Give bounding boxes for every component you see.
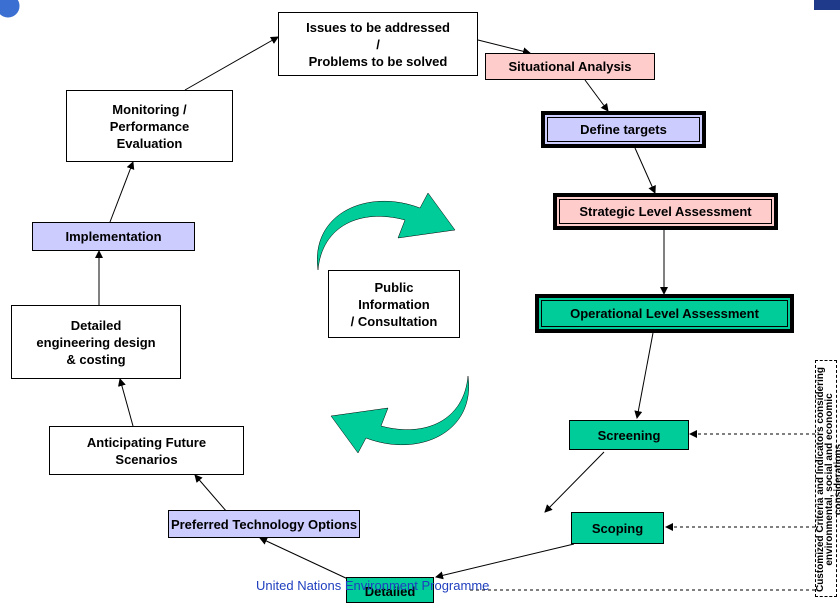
node-strategic-assessment[interactable]: Strategic Level Assessment (553, 193, 778, 230)
arrow-targets-to-strategic (634, 147, 656, 194)
node-preferred-technology[interactable]: Preferred Technology Options (168, 510, 360, 538)
node-strategic-assessment-label: Strategic Level Assessment (579, 204, 752, 219)
circular-arrow-upper (317, 192, 456, 271)
arrow-preferred-to-anticipating (194, 474, 228, 513)
node-detailed-label: Detailed (364, 584, 416, 599)
node-define-targets[interactable]: Define targets (541, 111, 706, 148)
arrow-implementation-to-monitoring (109, 161, 135, 223)
node-define-targets-label: Define targets (580, 122, 667, 137)
node-public-consultation[interactable]: Public Information / Consultation (328, 270, 460, 338)
node-situational-analysis[interactable]: Situational Analysis (485, 53, 655, 80)
node-preferred-technology-label: Preferred Technology Options (170, 516, 358, 532)
node-issues[interactable]: Issues to be addressed / Problems to be … (278, 12, 478, 76)
node-scoping-label: Scoping (591, 520, 644, 536)
unep-logo-icon (0, 0, 21, 19)
node-screening[interactable]: Screening (569, 420, 689, 450)
node-monitoring-label: Monitoring / Performance Evaluation (109, 101, 190, 151)
criteria-box: Customized Criteria and Indicators consi… (815, 360, 840, 597)
node-scoping[interactable]: Scoping (571, 512, 664, 544)
node-implementation-label: Implementation (65, 229, 162, 244)
node-implementation[interactable]: Implementation (32, 222, 195, 251)
node-issues-label: Issues to be addressed / Problems to be … (306, 19, 450, 69)
arrow-screening-to-scoping (544, 451, 605, 513)
top-right-logo-icon (814, 0, 840, 10)
arrow-situational-to-targets (584, 79, 609, 112)
circular-arrow-lower (330, 375, 469, 454)
node-public-consultation-label: Public Information / Consultation (350, 279, 438, 329)
arrow-detailed-to-preferred (259, 537, 351, 581)
node-anticipating-scenarios-label: Anticipating Future Scenarios (86, 434, 207, 467)
node-situational-analysis-label: Situational Analysis (508, 59, 632, 74)
footer-organization: United Nations Environment Programme (256, 578, 490, 593)
arrow-scoping-to-detailed (435, 543, 575, 580)
node-monitoring[interactable]: Monitoring / Performance Evaluation (66, 90, 233, 162)
node-operational-assessment[interactable]: Operational Level Assessment (535, 294, 794, 333)
node-screening-label: Screening (597, 427, 661, 443)
arrow-operational-to-screening (634, 332, 654, 419)
node-detailed-design[interactable]: Detailed engineering design & costing (11, 305, 181, 379)
arrow-anticipating-to-design (118, 378, 134, 427)
node-operational-assessment-label: Operational Level Assessment (570, 306, 759, 321)
node-anticipating-scenarios[interactable]: Anticipating Future Scenarios (49, 426, 244, 475)
arrow-monitoring-to-issues (184, 36, 279, 91)
criteria-label: Customized Criteria and Indicators consi… (815, 366, 840, 593)
node-detailed-design-label: Detailed engineering design & costing (36, 317, 156, 367)
arrow-issues-to-situational (477, 39, 531, 56)
